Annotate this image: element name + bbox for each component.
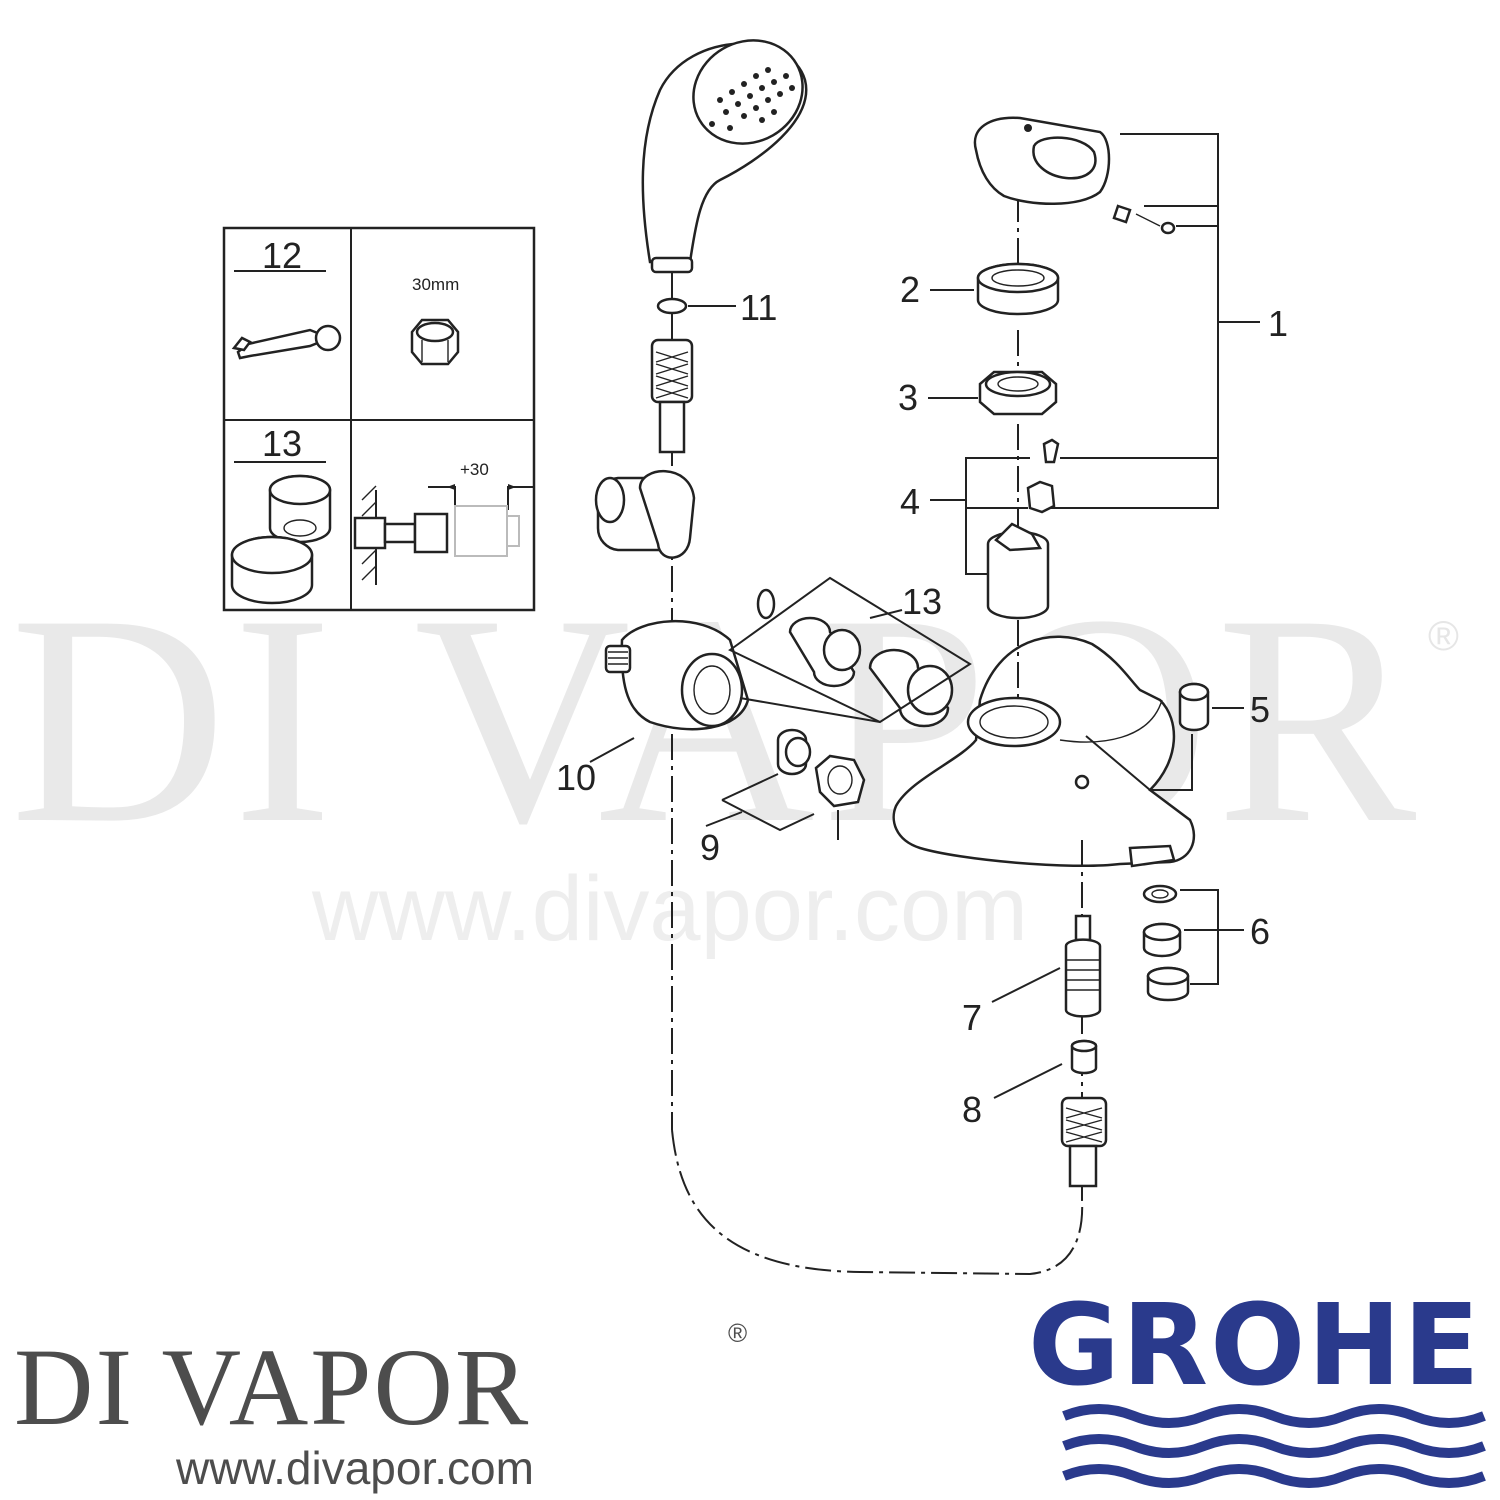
mixer-body (892, 635, 1196, 868)
callout-7: 7 (962, 997, 982, 1038)
callout-4: 4 (900, 481, 920, 522)
callout-10: 10 (556, 757, 596, 798)
footer-branding: DI VAPOR ® www.divapor.com (14, 1318, 747, 1494)
part-check-valve-8: 8 (962, 1039, 1098, 1130)
wall-holder (594, 469, 696, 559)
inset-extension-number: 13 (262, 423, 302, 464)
watermark-reg-mark: ® (1428, 612, 1459, 659)
inset-tool-number: 12 (262, 235, 302, 276)
hand-shower (641, 39, 808, 274)
watermark-url: www.divapor.com (311, 858, 1028, 960)
brand-url: www.divapor.com (175, 1442, 534, 1494)
inset-nut-size: 30mm (412, 275, 459, 294)
hose-end-lower (1060, 1096, 1108, 1188)
waves-icon (1062, 1404, 1486, 1488)
part-nut-3: 3 (898, 370, 1058, 418)
callout-13: 13 (902, 581, 942, 622)
callout-6: 6 (1250, 911, 1270, 952)
callout-5: 5 (1250, 689, 1270, 730)
part-eccentric-9: 9 (700, 728, 866, 868)
callout-2: 2 (900, 269, 920, 310)
callout-1: 1 (1268, 303, 1288, 344)
extension-sleeve-icon (230, 474, 332, 605)
brand-reg-mark: ® (728, 1318, 747, 1348)
watermark: DI VAPOR ® www.divapor.com (10, 553, 1459, 960)
grohe-wordmark: GROHE (1028, 1281, 1482, 1411)
spray-face-icon (709, 67, 795, 131)
callout-9: 9 (700, 827, 720, 868)
wrench-icon (231, 324, 342, 360)
part-aerator-6: 6 (1142, 884, 1270, 1002)
part-diverter-7: 7 (962, 914, 1102, 1038)
part-plug-5: 5 (1085, 682, 1270, 791)
part-extensions-13: 13 (728, 576, 972, 728)
callout-3: 3 (898, 377, 918, 418)
inset-box: 12 30mm 13 +30 (222, 226, 536, 612)
wall-extension-drawing (353, 484, 534, 585)
part-cartridge-4: 4 (900, 438, 1060, 620)
hose-end-upper (650, 338, 694, 454)
callout-8: 8 (962, 1089, 982, 1130)
part-lever-handle-1: 1 (973, 116, 1288, 509)
part-wall-union-10: 10 (556, 620, 750, 798)
grohe-logo: GROHE (1028, 1281, 1486, 1488)
inset-extension-length: +30 (460, 460, 489, 479)
part-cover-cap-2: 2 (900, 262, 1060, 316)
part-washer-11: 11 (656, 287, 777, 328)
brand-name: DI VAPOR (14, 1326, 530, 1448)
callout-11: 11 (740, 287, 777, 328)
nut-icon (410, 318, 460, 366)
